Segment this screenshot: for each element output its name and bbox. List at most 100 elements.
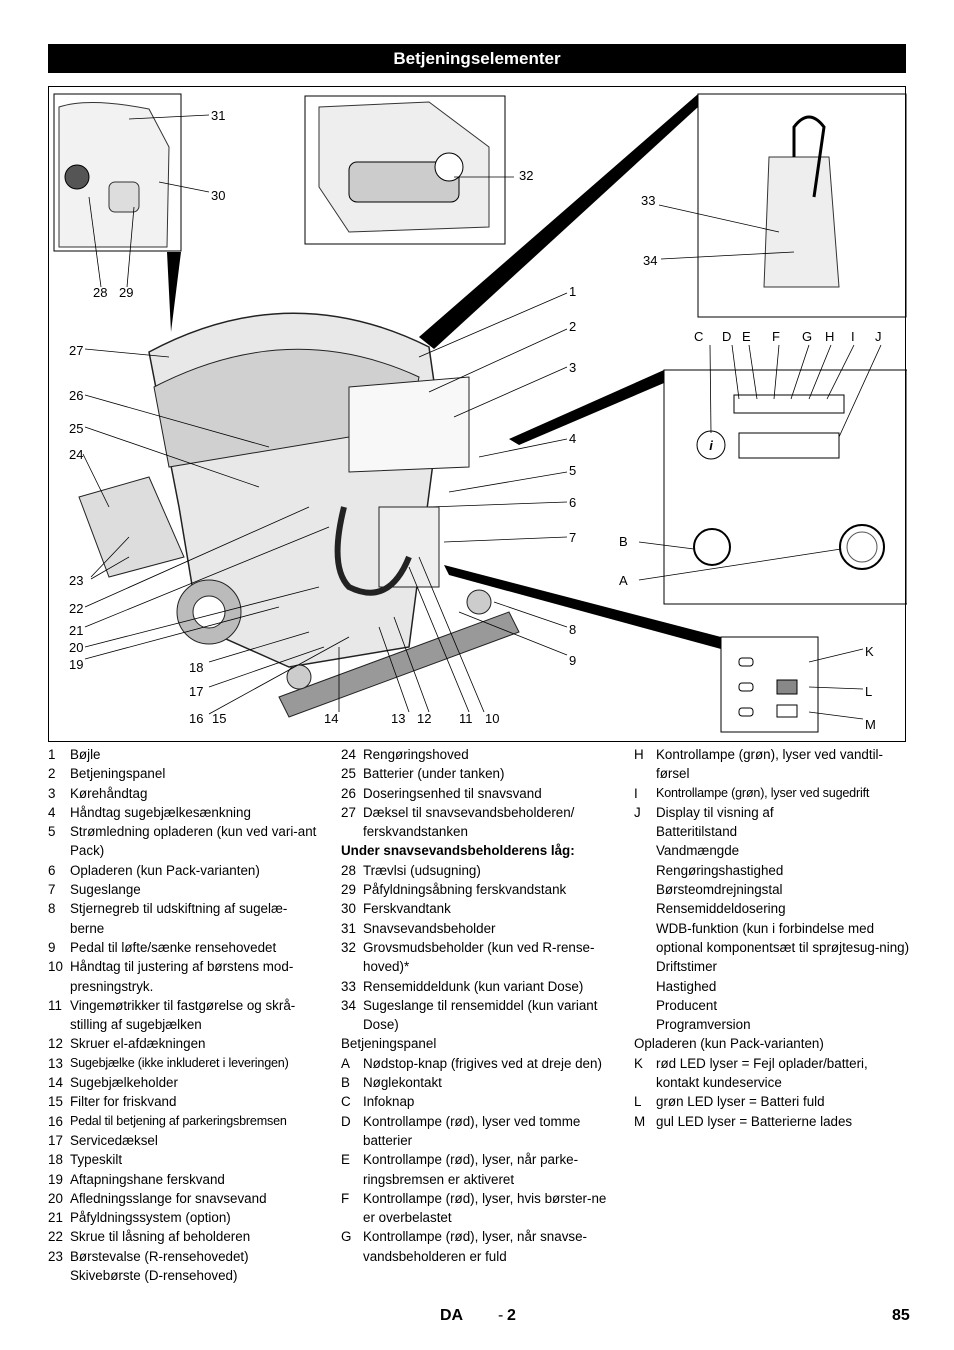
- callout-21: 21: [69, 623, 83, 638]
- callout-31: 31: [211, 108, 225, 123]
- callout-4: 4: [569, 431, 576, 446]
- panel-letter-B: B: [619, 534, 628, 549]
- callout-13: 13: [391, 711, 405, 726]
- panel-letter-I: I: [851, 329, 855, 344]
- inset-debris-frame: [304, 95, 506, 245]
- page-title: Betjeningselementer: [48, 44, 906, 73]
- panel-letter-G: G: [802, 329, 812, 344]
- callout-17: 17: [189, 684, 203, 699]
- callout-33: 33: [641, 193, 655, 208]
- charger-letter-M: M: [865, 717, 876, 732]
- callout-19: 19: [69, 657, 83, 672]
- section-heading: Betjeningspanel: [341, 1036, 437, 1052]
- panel-letter-J: J: [875, 329, 882, 344]
- callout-10: 10: [485, 711, 499, 726]
- display-item: Hastighed: [656, 978, 717, 994]
- section-heading: Under snavsevandsbeholderens låg:: [341, 843, 575, 859]
- display-item: Driftstimer: [656, 959, 717, 975]
- callout-1: 1: [569, 284, 576, 299]
- inset-tank-frame: [53, 93, 182, 252]
- callout-18: 18: [189, 660, 203, 675]
- page-number: 85: [892, 1307, 910, 1324]
- callout-20: 20: [69, 640, 83, 655]
- callout-11: 11: [459, 711, 473, 726]
- panel-letter-D: D: [722, 329, 731, 344]
- display-item: Vandmængde: [656, 843, 740, 859]
- charger-letter-K: K: [865, 644, 874, 659]
- callout-12: 12: [417, 711, 431, 726]
- control-panel-frame: [663, 369, 907, 605]
- callout-25: 25: [69, 421, 83, 436]
- callout-9: 9: [569, 653, 576, 668]
- inset-dose-frame: [697, 93, 907, 318]
- callout-22: 22: [69, 601, 83, 616]
- display-item: Batteritilstand: [656, 824, 738, 840]
- panel-letter-F: F: [772, 329, 780, 344]
- display-item: Programversion: [656, 1017, 751, 1033]
- footer-dash: -: [498, 1307, 504, 1324]
- callout-23: 23: [69, 573, 83, 588]
- callout-8: 8: [569, 622, 576, 637]
- callout-14: 14: [324, 711, 338, 726]
- charger-letter-L: L: [865, 684, 872, 699]
- machine-drawing: i: [53, 93, 907, 733]
- callout-30: 30: [211, 188, 225, 203]
- display-item: Rengøringshastighed: [656, 862, 784, 878]
- callout-5: 5: [569, 463, 576, 478]
- footer-language: DA: [440, 1307, 464, 1324]
- callout-26: 26: [69, 388, 83, 403]
- callout-15: 15: [212, 711, 226, 726]
- legend-item: Skivebørste (D-rensehoved): [70, 1268, 238, 1284]
- callout-6: 6: [569, 495, 576, 510]
- callout-28: 28: [93, 285, 107, 300]
- display-item: WDB-funktion (kun i forbindelse med opti…: [656, 920, 910, 955]
- panel-letter-E: E: [742, 329, 751, 344]
- display-item: Børsteomdrejningstal: [656, 882, 783, 898]
